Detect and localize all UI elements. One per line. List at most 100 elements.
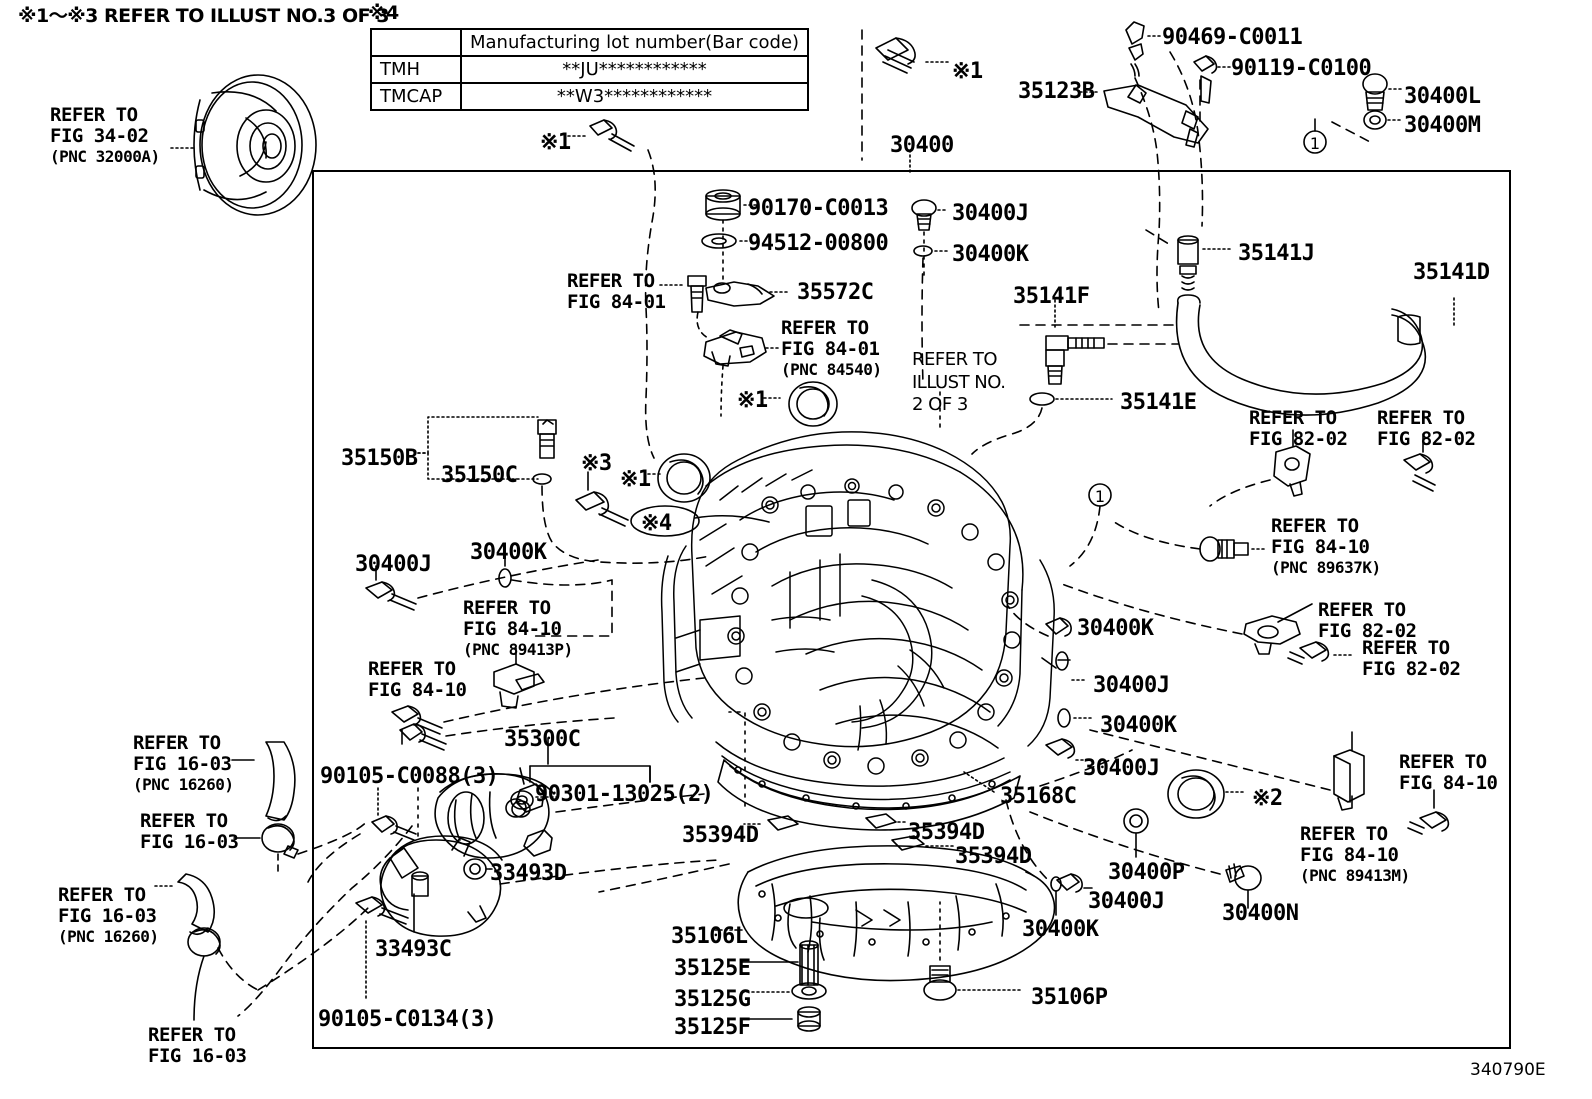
part-30400J-left-text: 30400J [355, 552, 432, 577]
fig84-10-left-line-1: FIG 84-10 [368, 679, 467, 702]
lot-table-marker: ※4 [368, 2, 399, 24]
mark-star4-case: ※4 [641, 511, 672, 537]
part-30400J-left: 30400J [355, 552, 432, 578]
part-35141D: 35141D [1413, 260, 1490, 286]
part-35106L: 35106L [671, 924, 748, 950]
torque-converter-ref-line-1: FIG 34-02 [50, 125, 149, 148]
lot-key-tmcap: TMCAP [370, 82, 462, 111]
part-30400M-text: 30400M [1404, 113, 1481, 138]
mark-star3: ※3 [581, 451, 612, 477]
torque-converter-ref-pnc: (PNC 32000A) [50, 146, 160, 166]
part-30400P-text: 30400P [1108, 860, 1185, 885]
fig84-10-89413M-pnc: (PNC 89413M) [1300, 865, 1410, 885]
part-90119-C0100-text: 90119-C0100 [1231, 56, 1372, 81]
bolt-star1-left-art [567, 119, 635, 152]
torque-converter-ref-line-0: REFER TO [50, 104, 138, 126]
drawing-number: 340790E [1470, 1060, 1546, 1080]
fig84-10-right-line-1: FIG 84-10 [1399, 772, 1498, 795]
lot-value-tmh: **JU************ [459, 55, 810, 84]
part-35125G: 35125G [674, 987, 751, 1013]
mark-star2-text: ※2 [1252, 786, 1283, 811]
part-30400K-bot-text: 30400K [1022, 917, 1099, 942]
fig84-10-89413P-line-0: REFER TO [463, 597, 551, 619]
lot-key-tmh: TMH [370, 55, 462, 84]
part-35123B: 35123B [1018, 79, 1095, 105]
part-35125E: 35125E [674, 956, 751, 982]
part-33493C: 33493C [375, 937, 452, 963]
fig16-03-a-line-0: REFER TO [133, 732, 221, 754]
fig84-10-89413P-pnc: (PNC 89413P) [463, 639, 573, 659]
fig84-10-89413P-line-1: FIG 84-10 [463, 618, 562, 641]
manufacturing-lot-table: Manufacturing lot number(Bar code) TMH *… [370, 28, 810, 111]
illust-2of3-line-0: REFER TO [912, 349, 998, 370]
table-row-header: Manufacturing lot number(Bar code) [370, 28, 810, 57]
part-35141F-text: 35141F [1013, 284, 1090, 309]
fig16-03-d-line-0: REFER TO [148, 1024, 236, 1046]
part-30400K-r2-text: 30400K [1100, 713, 1177, 738]
illust-2of3-line-2: 2 OF 3 [912, 394, 968, 415]
part-35123B-text: 35123B [1018, 79, 1095, 104]
part-30400-text: 30400 [890, 133, 954, 158]
part-35168C: 35168C [1000, 784, 1077, 810]
fig16-03-c-line-0: REFER TO [58, 884, 146, 906]
part-35141F: 35141F [1013, 284, 1090, 310]
mark-star4-case-text: ※4 [641, 511, 672, 536]
torque-converter-art [170, 74, 317, 216]
part-35125F: 35125F [674, 1015, 751, 1041]
part-30400N: 30400N [1222, 901, 1299, 927]
fig84-10-89637K-line-1: FIG 84-10 [1271, 536, 1370, 559]
fig84-10-89637K-line-0: REFER TO [1271, 515, 1359, 537]
fig82-02-a-line-1: FIG 82-02 [1249, 428, 1348, 451]
part-90105-C0134-text: 90105-C0134(3) [318, 1007, 497, 1032]
part-30400J-bot: 30400J [1088, 889, 1165, 915]
part-30400L-text: 30400L [1404, 84, 1481, 109]
fig84-10-89413M-line-1: FIG 84-10 [1300, 844, 1399, 867]
part-35141J-text: 35141J [1238, 241, 1315, 266]
part-90119-C0100: 90119-C0100 [1231, 56, 1372, 82]
part-90301-13025: 90301-13025(2) [535, 782, 714, 808]
part-30400K-top: 30400K [952, 242, 1029, 268]
part-90469-C0011: 90469-C0011 [1162, 25, 1303, 51]
bolt-star1-left: ※1 [540, 130, 571, 156]
bolt-star1-mid-text: ※1 [737, 388, 768, 413]
fig84-10-left-line-0: REFER TO [368, 658, 456, 680]
fig82-02-d-line-0: REFER TO [1362, 637, 1450, 659]
part-94512-00800-text: 94512-00800 [748, 231, 889, 256]
illust-2of3-line-1: ILLUST NO. [912, 371, 1006, 393]
bolt-star1-left-text: ※1 [540, 130, 571, 155]
part-90170-C0013: 90170-C0013 [748, 196, 889, 222]
part-35394D-a: 35394D [682, 823, 759, 849]
part-30400J-r1-text: 30400J [1093, 673, 1170, 698]
fig82-02-b-line-1: FIG 82-02 [1377, 428, 1476, 451]
part-35106L-text: 35106L [671, 924, 748, 949]
part-30400J-r1: 30400J [1093, 673, 1170, 699]
fig16-03-b-line-0: REFER TO [140, 810, 228, 832]
part-35394D-c: 35394D [955, 844, 1032, 870]
part-35106P-text: 35106P [1031, 985, 1108, 1010]
svg-text:1: 1 [1310, 134, 1320, 153]
part-35300C: 35300C [504, 727, 581, 753]
part-35141J: 35141J [1238, 241, 1315, 267]
part-35150C-text: 35150C [441, 463, 518, 488]
clamp-fig16-03-b-art [233, 823, 299, 873]
fig84-01-a-line-0: REFER TO [567, 270, 655, 292]
fig82-02-c-line-0: REFER TO [1318, 599, 1406, 621]
part-35125G-text: 35125G [674, 987, 751, 1012]
diagram-main-frame [312, 170, 1511, 1049]
part-90105-C0134: 90105-C0134(3) [318, 1007, 497, 1033]
part-35141E: 35141E [1120, 390, 1197, 416]
fig16-03-c-pnc: (PNC 16260) [58, 926, 159, 946]
part-35125E-text: 35125E [674, 956, 751, 981]
part-33493D-text: 33493D [490, 861, 567, 886]
footnote-illust-reference: ※1～※3 REFER TO ILLUST NO.3 OF 3 [18, 5, 390, 27]
